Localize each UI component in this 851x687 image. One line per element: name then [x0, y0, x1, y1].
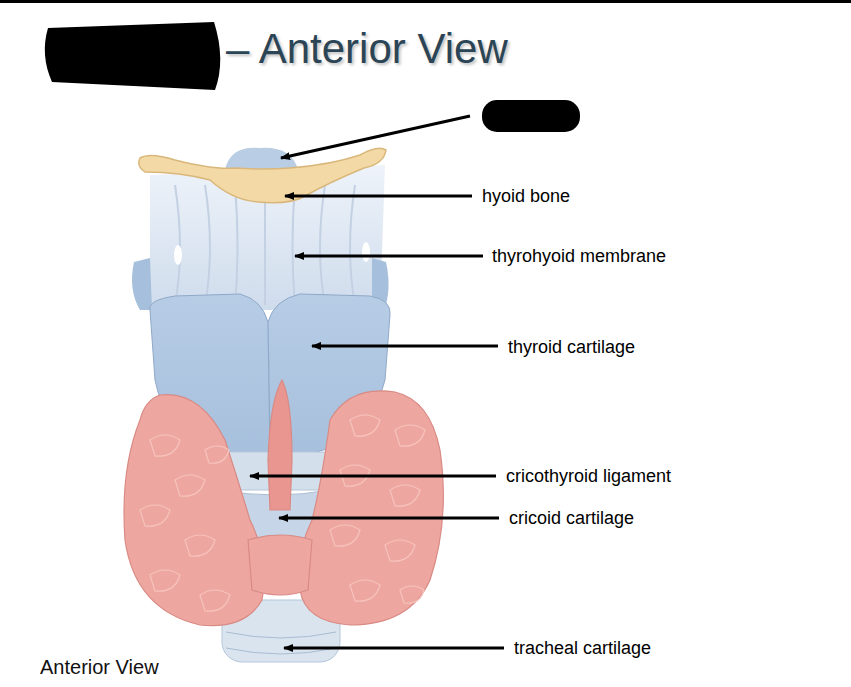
part-label: tracheal cartilage	[514, 637, 651, 659]
part-label: cricothyroid ligament	[506, 465, 671, 487]
part-label: thyrohyoid membrane	[492, 245, 666, 267]
part-label: thyroid cartilage	[508, 336, 635, 358]
part-label: cricoid cartilage	[509, 507, 634, 529]
view-caption: Anterior View	[40, 655, 159, 679]
slide-title: – Anterior View	[226, 24, 508, 74]
part-label: hyoid bone	[482, 185, 570, 207]
